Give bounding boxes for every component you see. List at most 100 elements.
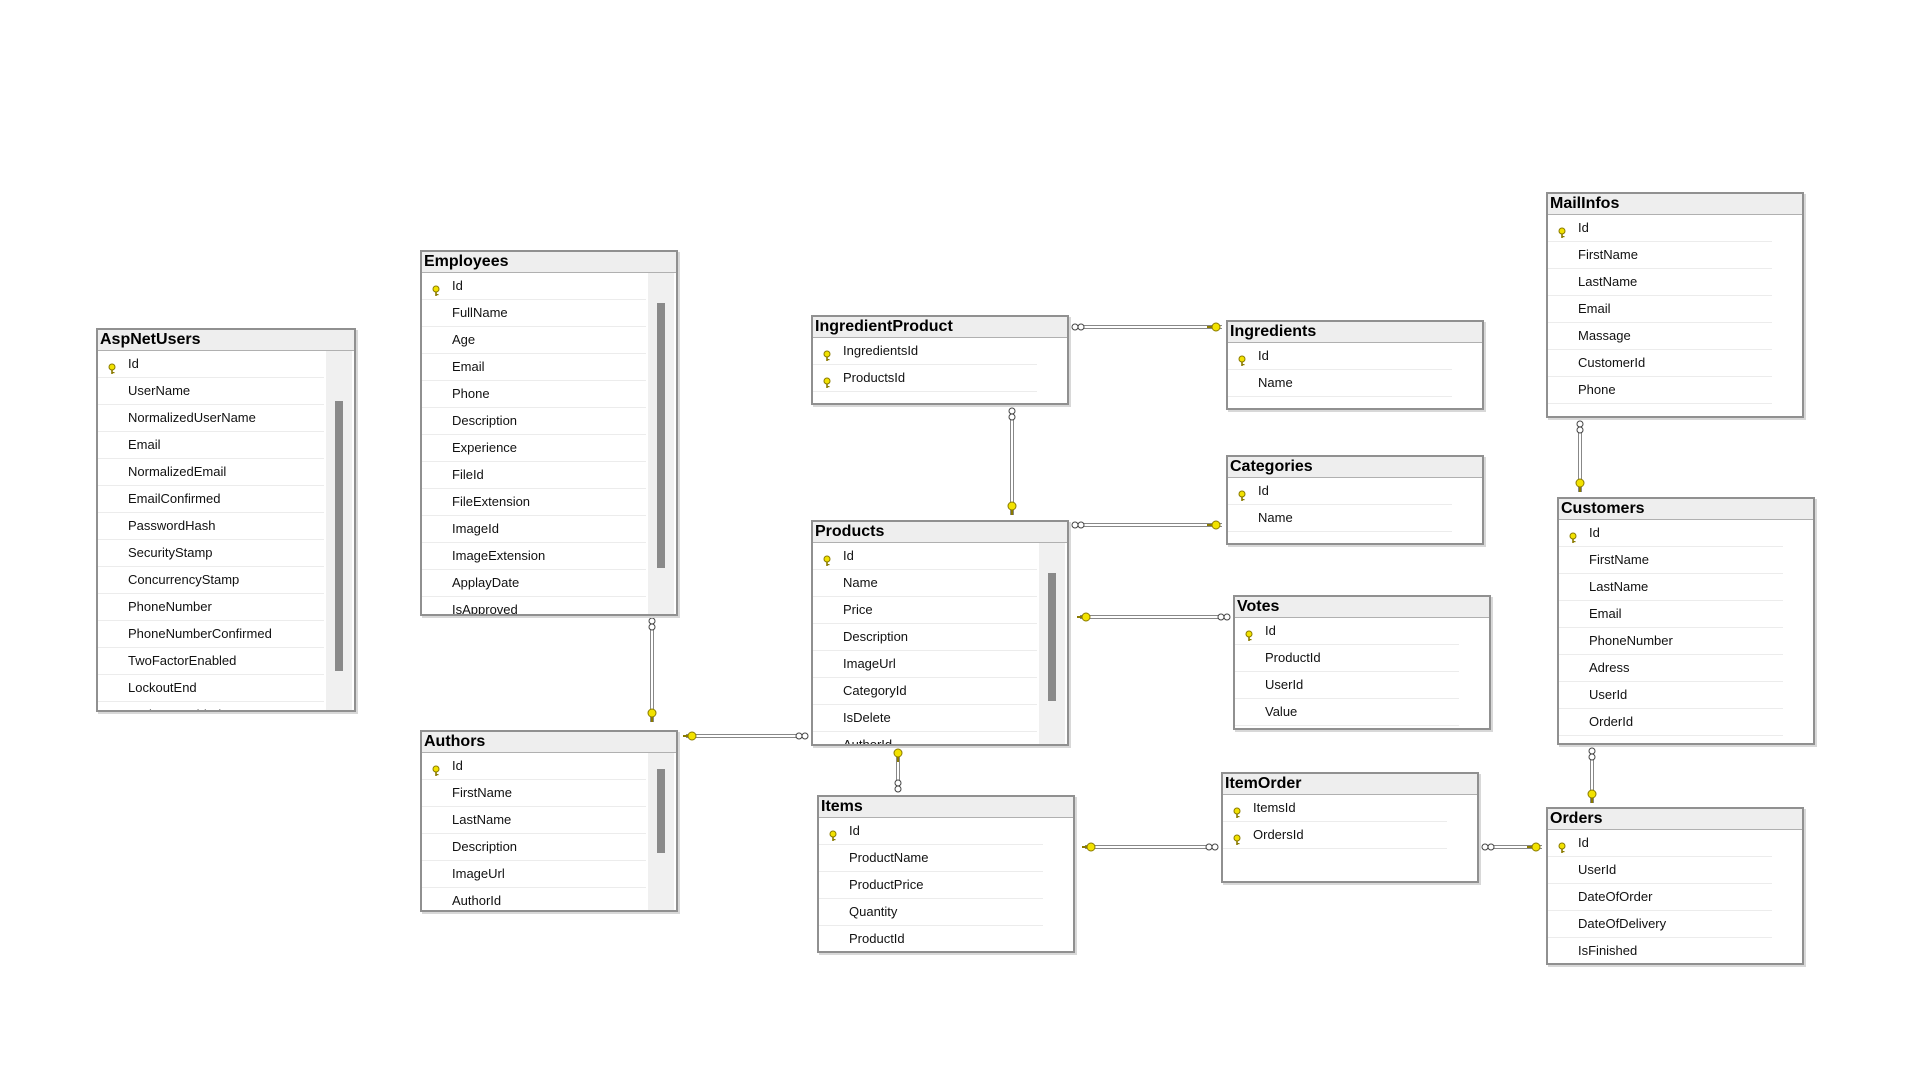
column-row[interactable]: Id [422,753,646,780]
column-row[interactable]: AuthorId [422,888,646,910]
column-row[interactable]: Id [1228,343,1452,370]
scrollbar-thumb[interactable] [1048,573,1056,701]
column-row[interactable]: FirstName [1559,547,1783,574]
column-row[interactable]: ApplayDate [422,570,646,597]
column-row[interactable]: PhoneNumberConfirmed [98,621,324,648]
column-row[interactable]: LockoutEnabled [98,702,324,710]
column-row[interactable]: Id [422,273,646,300]
column-row[interactable]: ImageUrl [422,861,646,888]
table-title[interactable]: Orders [1548,809,1802,830]
column-row[interactable]: Id [819,818,1043,845]
column-row[interactable]: ProductsId [813,365,1037,392]
column-row[interactable]: UserName [98,378,324,405]
column-row[interactable]: Email [1559,601,1783,628]
scrollbar-thumb[interactable] [657,769,665,853]
column-row[interactable]: UserId [1235,672,1459,699]
column-row[interactable]: Price [813,597,1037,624]
column-row[interactable]: Id [813,543,1037,570]
scrollbar-thumb[interactable] [657,303,665,568]
column-row[interactable]: Id [1235,618,1459,645]
column-row[interactable]: ImageUrl [813,651,1037,678]
column-row[interactable]: TwoFactorEnabled [98,648,324,675]
column-row[interactable]: IsDelete [813,705,1037,732]
column-row[interactable]: Description [422,408,646,435]
column-row[interactable]: IngredientsId [813,338,1037,365]
column-row[interactable]: Value [1235,699,1459,726]
column-row[interactable]: PhoneNumber [1559,628,1783,655]
table-title[interactable]: Votes [1235,597,1489,618]
column-row[interactable]: Experience [422,435,646,462]
column-row[interactable]: Description [813,624,1037,651]
column-row[interactable]: Adress [1559,655,1783,682]
scrollbar[interactable] [648,273,674,614]
column-row[interactable]: Id [1548,215,1772,242]
column-row[interactable]: ProductPrice [819,872,1043,899]
column-row[interactable]: Massage [1548,323,1772,350]
column-row[interactable]: Id [1559,520,1783,547]
column-row[interactable]: FirstName [1548,242,1772,269]
column-row[interactable]: FullName [422,300,646,327]
column-row[interactable]: Email [1548,296,1772,323]
column-row[interactable]: DateOfDelivery [1548,911,1772,938]
column-row[interactable]: ConcurrencyStamp [98,567,324,594]
scrollbar-thumb[interactable] [335,401,343,671]
column-row[interactable]: ImageId [422,516,646,543]
scrollbar[interactable] [1039,543,1065,744]
table-title[interactable]: IngredientProduct [813,317,1067,338]
column-row[interactable]: LastName [422,807,646,834]
column-row[interactable]: Id [1228,478,1452,505]
column-row[interactable]: UserId [1559,682,1783,709]
column-row[interactable]: FileExtension [422,489,646,516]
column-row[interactable]: EmailConfirmed [98,486,324,513]
column-row[interactable]: Name [1228,370,1452,397]
column-row[interactable]: LockoutEnd [98,675,324,702]
column-row[interactable]: LastName [1559,574,1783,601]
column-row[interactable]: AuthorId [813,732,1037,744]
column-row[interactable]: DateOfOrder [1548,884,1772,911]
column-row[interactable]: Age [422,327,646,354]
table-title[interactable]: Employees [422,252,676,273]
table-title[interactable]: Authors [422,732,676,753]
column-row[interactable]: NormalizedEmail [98,459,324,486]
column-row[interactable]: Description [422,834,646,861]
column-row[interactable]: ImageExtension [422,543,646,570]
column-row[interactable]: ItemsId [1223,795,1447,822]
table-title[interactable]: Ingredients [1228,322,1482,343]
table-title[interactable]: ItemOrder [1223,774,1477,795]
scrollbar[interactable] [648,753,674,910]
column-row[interactable]: Quantity [819,899,1043,926]
table-title[interactable]: Customers [1559,499,1813,520]
table-title[interactable]: Categories [1228,457,1482,478]
column-row[interactable]: PhoneNumber [98,594,324,621]
table-title[interactable]: Products [813,522,1067,543]
column-row[interactable]: LastName [1548,269,1772,296]
column-row[interactable]: UserId [1548,857,1772,884]
column-row[interactable]: Id [98,351,324,378]
table-title[interactable]: Items [819,797,1073,818]
column-row[interactable]: OrdersId [1223,822,1447,849]
column-row[interactable]: ProductId [819,926,1043,951]
column-row[interactable]: Phone [422,381,646,408]
column-row[interactable]: ProductName [819,845,1043,872]
table-title[interactable]: AspNetUsers [98,330,354,351]
column-row[interactable]: OrderId [1559,709,1783,736]
column-row[interactable]: IsFinished [1548,938,1772,963]
scrollbar[interactable] [326,351,352,710]
column-row[interactable]: Email [98,432,324,459]
column-row[interactable]: NormalizedUserName [98,405,324,432]
column-row[interactable]: CategoryId [813,678,1037,705]
column-row[interactable]: PasswordHash [98,513,324,540]
column-row[interactable]: FileId [422,462,646,489]
